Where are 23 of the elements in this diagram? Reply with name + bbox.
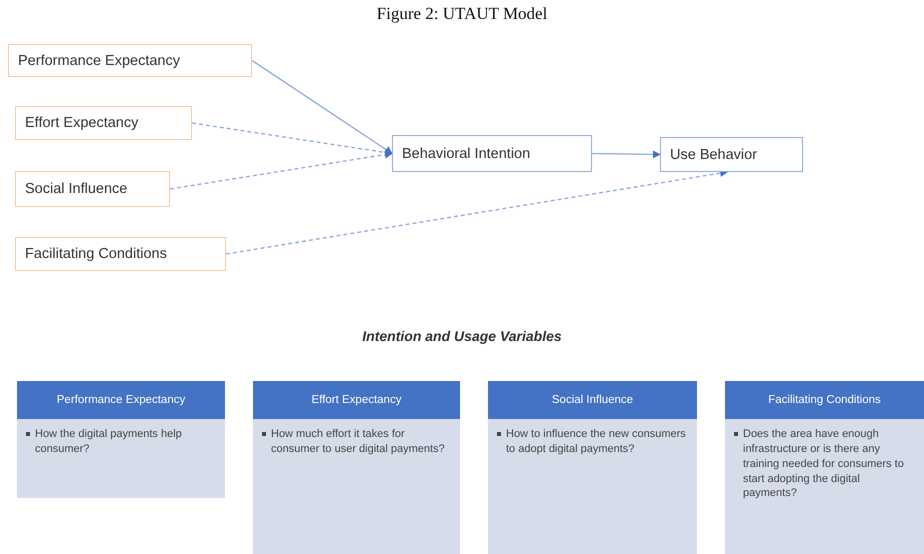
card-header: Social Influence [488, 381, 697, 419]
factor-box: Performance Expectancy [8, 44, 252, 77]
card-header: Effort Expectancy [253, 381, 460, 419]
construct-box: Behavioral Intention [392, 135, 592, 172]
arrow [252, 60, 393, 154]
card-header: Facilitating Conditions [725, 381, 924, 419]
arrow [170, 150, 393, 190]
factor-box: Social Influence [15, 171, 170, 207]
arrow [592, 150, 661, 158]
construct-box: Use Behavior [660, 137, 803, 172]
factor-box: Facilitating Conditions [15, 237, 226, 271]
card-body-text: How much effort it takes for consumer to user digital payments? [271, 427, 446, 457]
figure-title: Figure 2: UTAUT Model [376, 4, 548, 24]
variable-card [17, 381, 225, 498]
card-body-text: How the digital payments help consumer? [35, 427, 183, 457]
section-heading: Intention and Usage Variables [361, 328, 563, 344]
variable-card [488, 381, 697, 554]
card-header: Performance Expectancy [17, 381, 225, 419]
card-body-text: Does the area have enough infrastructure or is there any training needed for consumers to start adopting the digital payments? [743, 427, 905, 502]
factor-box: Effort Expectancy [15, 106, 192, 140]
variable-card [253, 381, 460, 554]
card-body-text: How to influence the new consumers to adopt digital payments? [506, 427, 687, 457]
variable-card [725, 381, 924, 554]
